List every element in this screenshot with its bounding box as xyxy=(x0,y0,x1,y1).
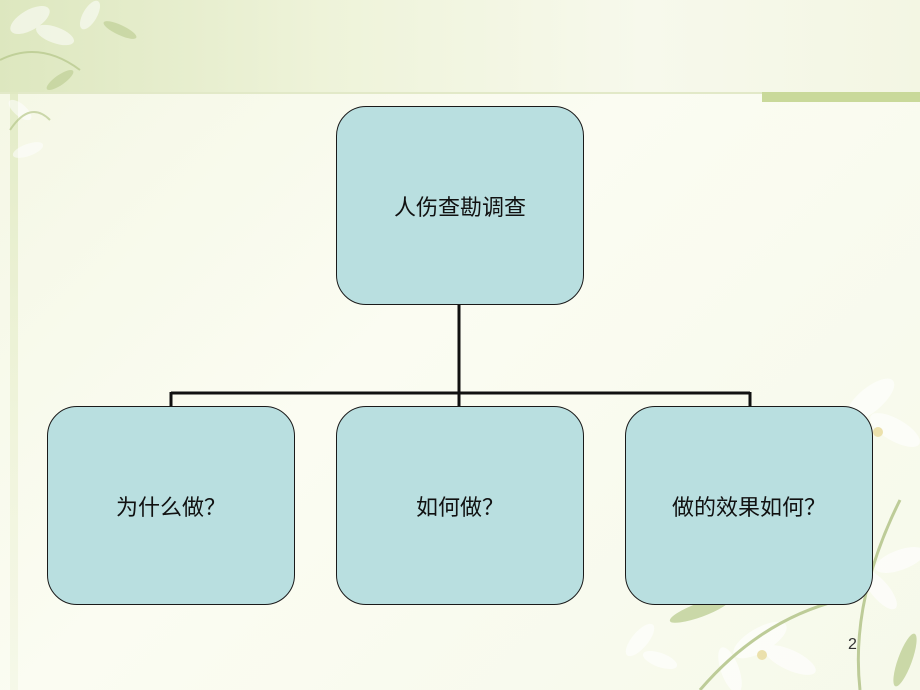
child-node-effect: 做的效果如何？ xyxy=(625,406,873,605)
child-node-label: 如何做？ xyxy=(415,495,504,521)
child-node-how: 如何做？ xyxy=(336,406,584,605)
left-decorative-stripe xyxy=(10,92,18,690)
root-node: 人伤查勘调查 xyxy=(336,106,584,305)
top-left-flower-icon xyxy=(0,0,137,158)
header-divider xyxy=(0,92,920,94)
child-node-label: 做的效果如何？ xyxy=(671,495,826,521)
header-band xyxy=(0,0,920,92)
child-node-why: 为什么做？ xyxy=(47,406,295,605)
accent-bar xyxy=(762,92,920,102)
page-number: 2 xyxy=(848,636,857,653)
root-node-label: 人伤查勘调查 xyxy=(393,195,526,221)
child-node-label: 为什么做？ xyxy=(115,495,226,521)
